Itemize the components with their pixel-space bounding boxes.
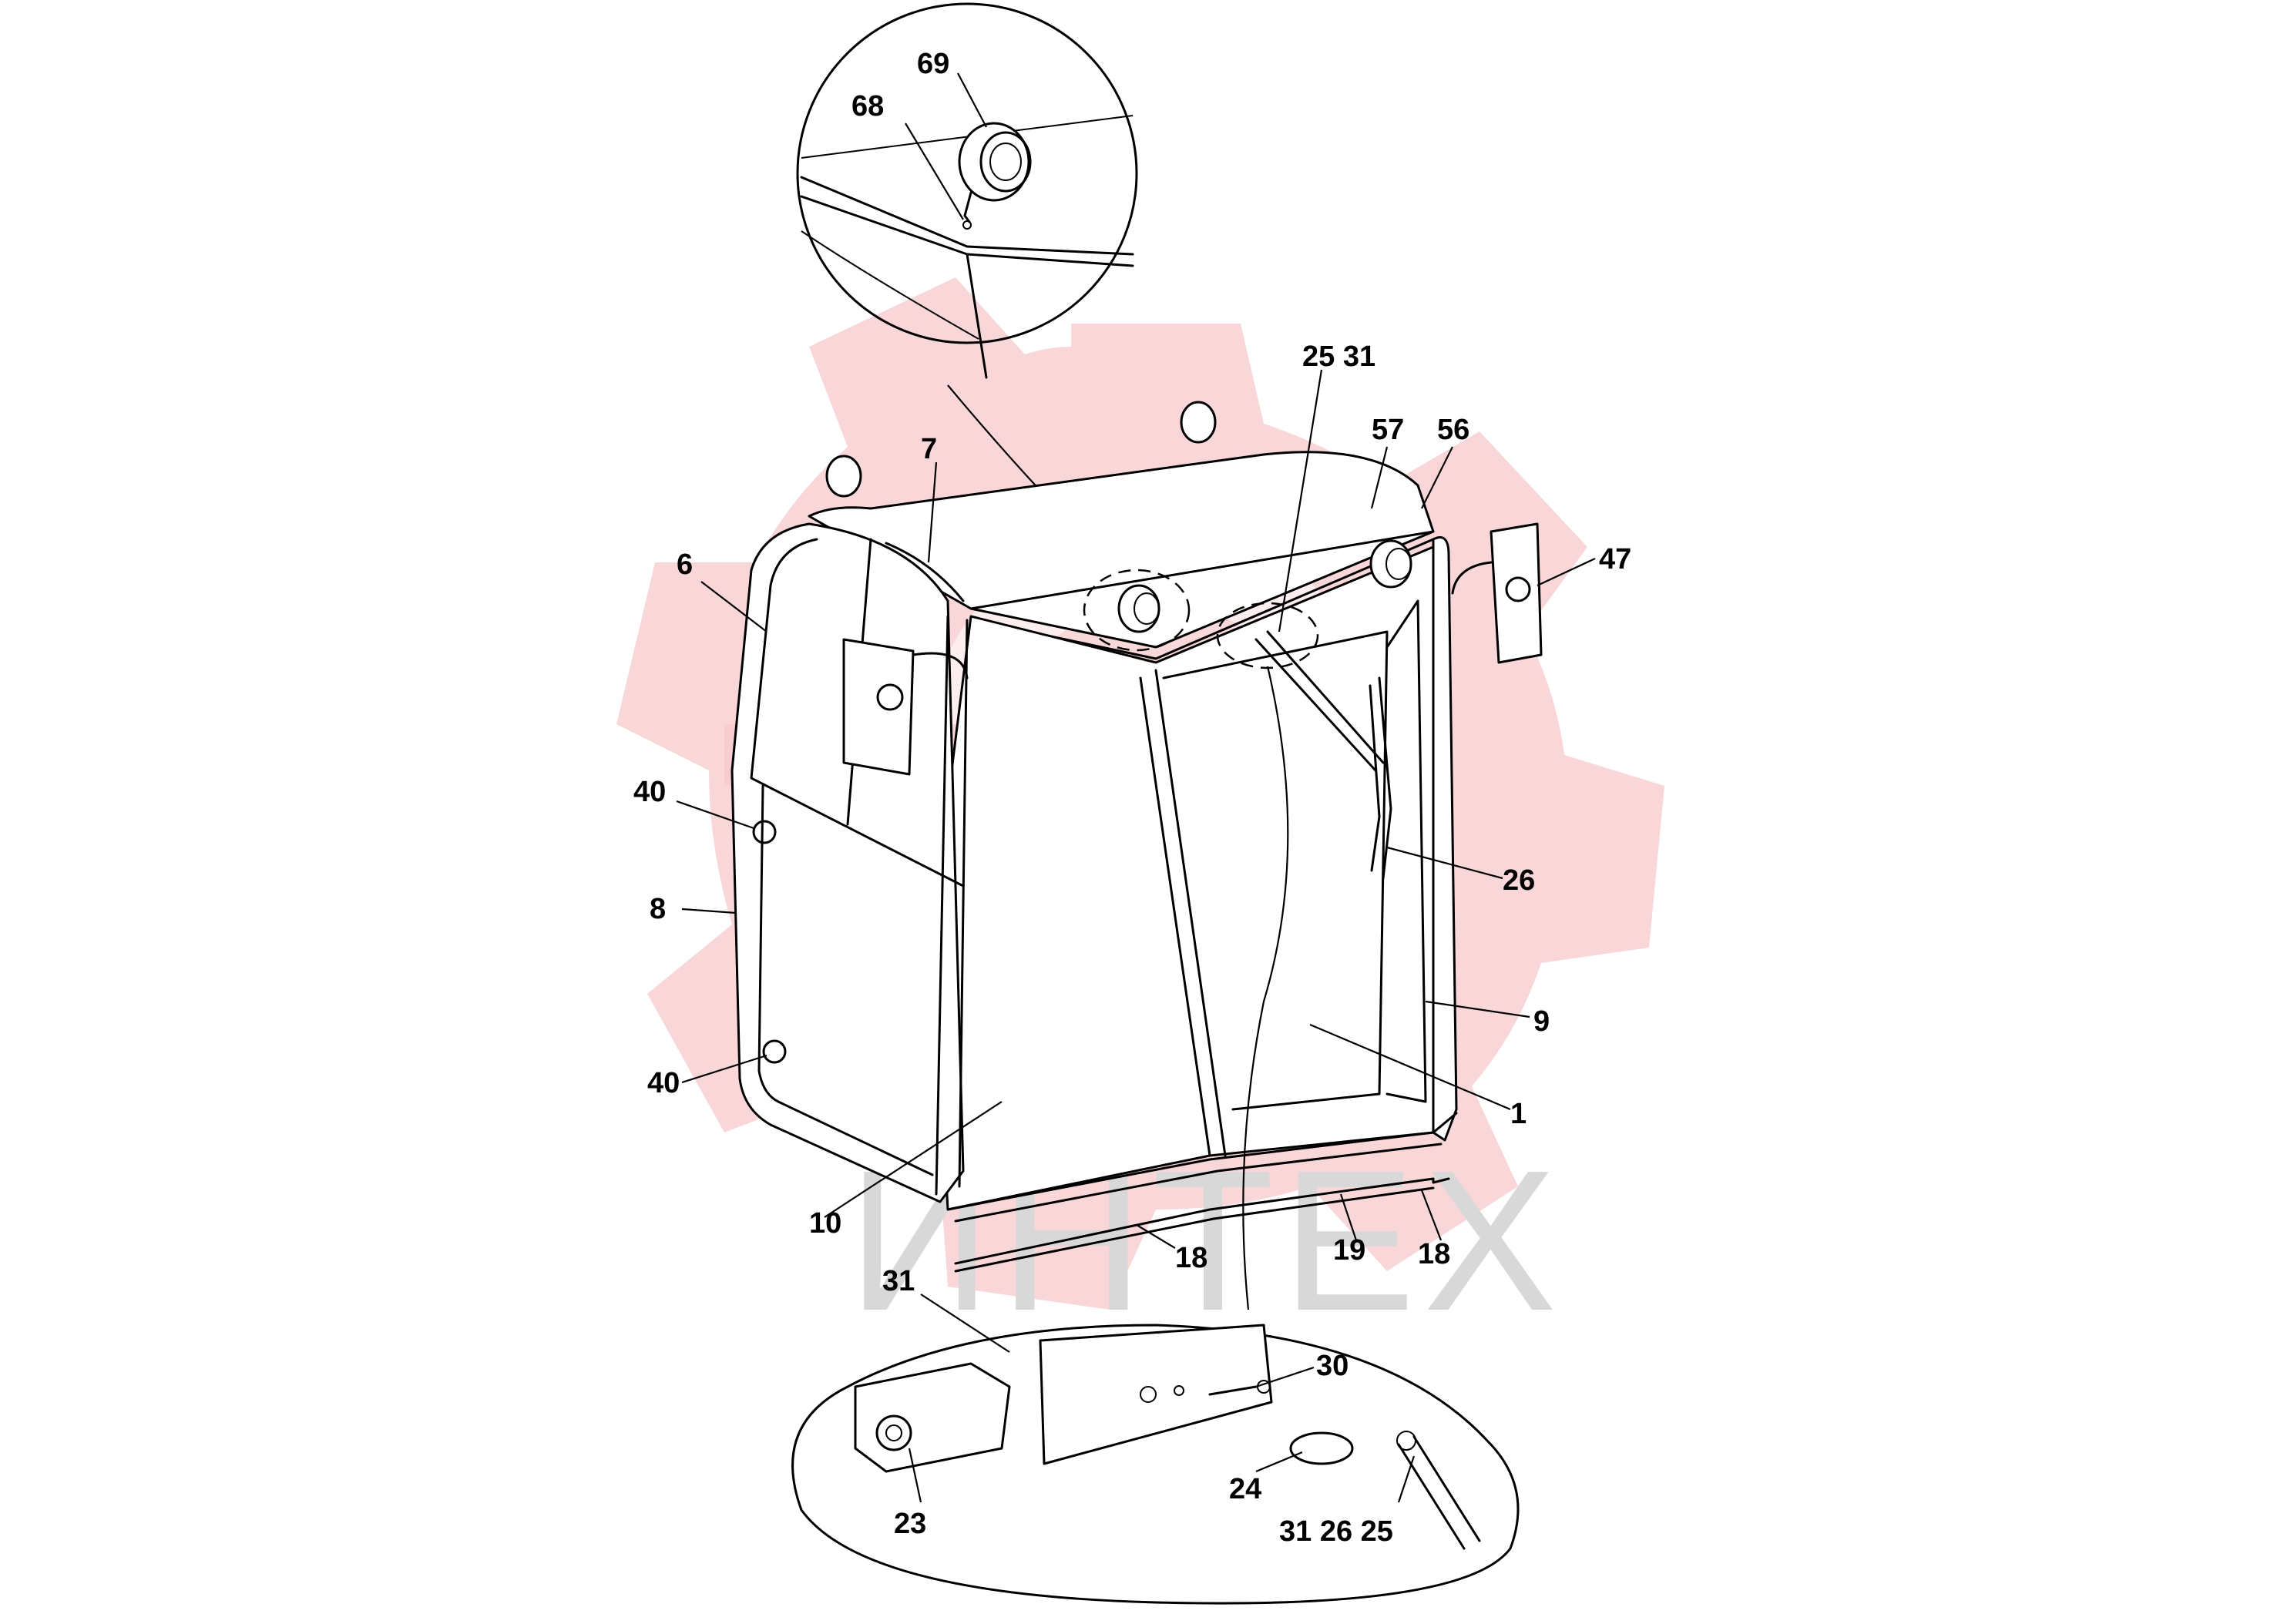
door-handle-lower-icon [762, 1039, 787, 1064]
detail-mark-lamp [1083, 569, 1191, 652]
callout-26: 26 [1503, 864, 1535, 897]
callout-31-26-25: 31 26 25 [1279, 1515, 1393, 1548]
callout-30: 30 [1316, 1350, 1349, 1382]
callout-24: 24 [1229, 1473, 1261, 1505]
work-lamp-rear-right-icon [1180, 401, 1217, 444]
callout-31-detail: 31 [882, 1265, 915, 1297]
wiper-nut-icon [1289, 1431, 1354, 1465]
work-lamp-front-left-icon [1117, 584, 1160, 633]
work-lamp-detail-icon [958, 122, 1032, 230]
callout-8: 8 [650, 893, 666, 925]
callout-23: 23 [894, 1508, 926, 1540]
callout-47: 47 [1599, 543, 1631, 575]
rear-view-mirror-right-icon [1451, 522, 1543, 664]
callout-40-lower: 40 [647, 1067, 680, 1099]
callout-19: 19 [1333, 1234, 1365, 1267]
callout-10: 10 [809, 1207, 841, 1240]
detail-circle-lamp [796, 2, 1138, 379]
callout-69: 69 [917, 48, 949, 80]
rear-view-mirror-left-icon [842, 638, 969, 776]
floor-seal-strips [954, 1177, 1450, 1273]
callout-25-31-top: 25 31 [1302, 341, 1375, 373]
callout-labels: 69 68 25 31 57 56 47 7 6 40 8 26 9 1 10 … [633, 48, 1631, 1548]
callout-9: 9 [1533, 1005, 1550, 1038]
callout-57: 57 [1372, 414, 1404, 446]
cab-assembly [731, 451, 1458, 1223]
work-lamp-rear-left-icon [825, 455, 862, 498]
wiper-motor-icon [854, 1362, 1011, 1473]
wiper-assembly [1254, 630, 1392, 880]
callout-7: 7 [921, 433, 937, 465]
callout-1: 1 [1510, 1098, 1527, 1130]
callout-56: 56 [1437, 414, 1469, 446]
work-lamp-front-right-icon [1369, 539, 1412, 589]
callout-6: 6 [677, 549, 693, 581]
callout-68: 68 [851, 90, 884, 122]
door-handle-upper-icon [752, 820, 777, 844]
callout-40-upper: 40 [633, 776, 666, 808]
leader-lines [676, 369, 1596, 1503]
callout-18-left: 18 [1175, 1242, 1207, 1274]
detail-ellipse-wiper-motor [791, 1324, 1520, 1605]
callout-18-right: 18 [1418, 1238, 1450, 1270]
